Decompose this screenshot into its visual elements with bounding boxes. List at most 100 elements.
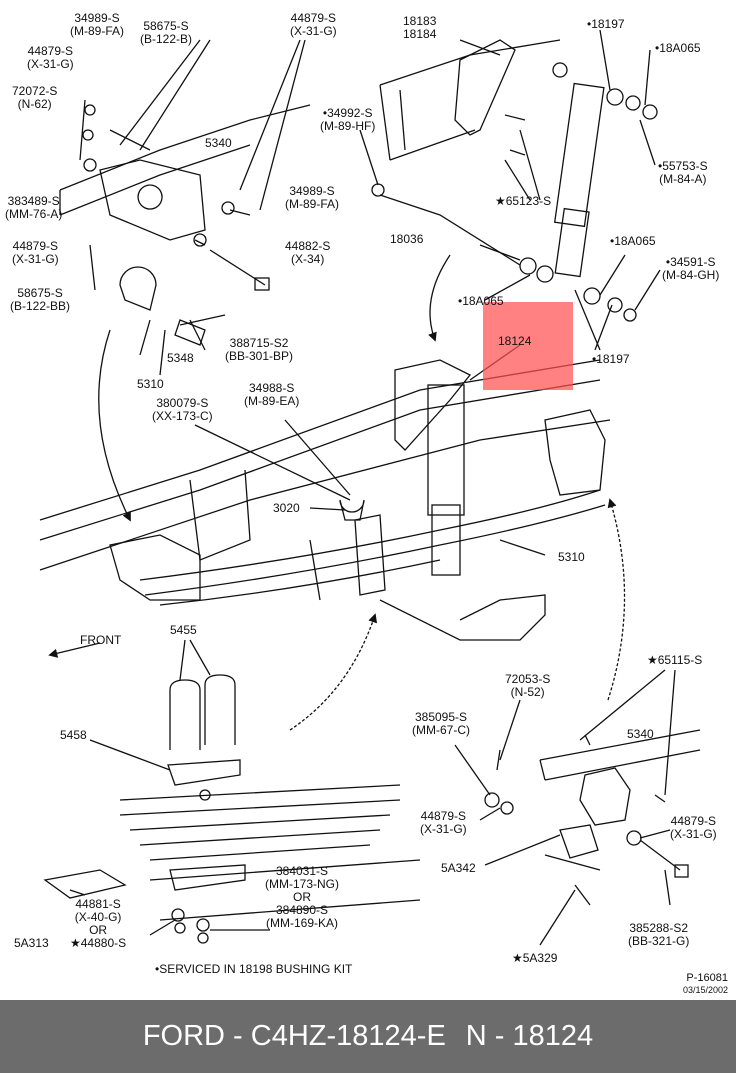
axle-tube-lower — [149, 859, 421, 921]
label-line: (BB-321-G) — [628, 934, 690, 948]
label-5340-b: 5340 — [627, 728, 654, 741]
label-line: (M-89-EA) — [244, 394, 300, 408]
label-5a329: ★5A329 — [512, 952, 557, 965]
footer-bar: FORD - C4HZ-18124-E N - 18124 — [0, 1000, 736, 1073]
arrow-up-lower — [289, 613, 378, 731]
shock-absorber-main — [427, 384, 465, 516]
spring-hanger-rear — [544, 409, 606, 496]
label-line: 34988-S — [248, 381, 295, 395]
label-line: ★65123-S — [495, 194, 552, 208]
label-line: 383489-S — [7, 194, 60, 208]
label-18a065-c: •18A065 — [458, 295, 504, 308]
label-line: OR — [293, 890, 311, 904]
bump-stop — [339, 499, 365, 521]
arrow-up-right — [607, 498, 626, 701]
label-line: 5310 — [137, 377, 164, 391]
label-line: (M-89-HF) — [320, 119, 376, 133]
bolt-head — [254, 277, 270, 291]
label-18a065-a: •18A065 — [655, 42, 701, 55]
label-72072-s: 72072-S(N-62) — [12, 85, 57, 111]
service-note: •SERVICED IN 18198 BUSHING KIT — [155, 962, 353, 976]
shackle-bushing — [119, 266, 206, 346]
label-line: (X-34) — [291, 252, 325, 266]
label-18036: 18036 — [390, 233, 423, 246]
page-date: 03/15/2002 — [682, 985, 728, 995]
label-line: (X-40-G) — [74, 910, 122, 924]
label-line: 5340 — [205, 136, 232, 150]
label-line: 44879-S — [12, 239, 59, 253]
label-line: 5A342 — [441, 861, 476, 875]
label-44879-s-e: 44879-S(X-31-G) — [670, 815, 717, 841]
label-44879-s-b: 44879-S(X-31-G) — [290, 12, 337, 38]
label-line: 58675-S — [17, 286, 63, 300]
u-bolt-left — [169, 679, 201, 750]
axle-arm — [379, 594, 546, 641]
label-line: •55753-S — [658, 159, 708, 173]
u-bolt-clamp-center — [309, 514, 386, 601]
label-line: FRONT — [80, 633, 122, 647]
label-5348: 5348 — [167, 352, 194, 365]
label-line: (X-31-G) — [420, 822, 467, 836]
shock-mount-bracket — [394, 359, 472, 451]
label-385095-s: 385095-S(MM-67-C) — [412, 711, 470, 737]
label-line: (X-31-G) — [12, 252, 59, 266]
frame-main — [39, 359, 611, 571]
label-line: (M-89-FA) — [285, 197, 339, 211]
label-line: 58675-S — [143, 19, 189, 33]
label-line: 385288-S2 — [629, 921, 689, 935]
label-58675-s-a: 58675-S(B-122-B) — [140, 20, 192, 46]
label-line: (X-31-G) — [290, 24, 337, 38]
nut-small — [84, 104, 96, 116]
label-18a065-b: •18A065 — [610, 235, 656, 248]
label-385288-s2: 385288-S2(BB-321-G) — [628, 922, 689, 948]
label-line: 34989-S — [289, 184, 335, 198]
arrow-down-shock — [428, 254, 451, 342]
leaf-spring — [139, 489, 606, 606]
highlight-18124 — [483, 302, 573, 390]
label-line: 18124 — [498, 334, 532, 348]
label-44881-s: 44881-S(X-40-G)OR★44880-S — [70, 898, 126, 950]
label-line: •34591-S — [665, 255, 716, 269]
label-65115-s: ★65115-S — [647, 654, 702, 667]
label-line: (MM-67-C) — [412, 723, 470, 737]
label-44879-s-a: 44879-S(X-31-G) — [27, 45, 74, 71]
label-line: 5348 — [167, 351, 194, 365]
label-44879-s-d: 44879-S(X-31-G) — [420, 810, 467, 836]
label-line: (N-62) — [17, 97, 52, 111]
label-line: 384031-S — [275, 864, 329, 878]
label-34989-s-a: 34989-S(M-89-FA) — [70, 12, 124, 38]
label-5340-a: 5340 — [205, 137, 232, 150]
label-3020: 3020 — [273, 502, 300, 515]
label-line: (X-31-G) — [670, 827, 717, 841]
arrow-left-curve — [98, 329, 131, 522]
label-front: FRONT — [80, 634, 121, 647]
label-line: 384890-S — [275, 903, 329, 917]
label-34989-s-b: 34989-S(M-89-FA) — [285, 185, 339, 211]
label-line: (B-122-B) — [140, 32, 193, 46]
label-line: (M-89-FA) — [70, 24, 124, 38]
front-arrow — [48, 642, 101, 658]
label-line: (M-84-A) — [659, 172, 707, 186]
label-34988-s: 34988-S(M-89-EA) — [244, 382, 299, 408]
bolt-long — [209, 249, 266, 286]
label-line: 44879-S — [290, 11, 337, 25]
label-5455: 5455 — [170, 624, 197, 637]
label-72053-s: 72053-S(N-52) — [505, 673, 550, 699]
shock-absorber-upper — [553, 82, 605, 228]
label-line: •18197 — [592, 352, 630, 366]
label-line: 72053-S — [505, 672, 551, 686]
label-18197-a: •18197 — [587, 18, 625, 31]
frame-rail-lower-right — [539, 729, 701, 781]
label-58675-s-b: 58675-S(B-122-BB) — [10, 287, 70, 313]
label-line: (B-122-BB) — [10, 299, 71, 313]
leaf-stack-lower — [119, 784, 401, 861]
label-34591-s: •34591-S(M-84-GH) — [662, 256, 719, 282]
label-line: 5340 — [627, 727, 654, 741]
label-line: 3020 — [273, 501, 300, 515]
label-line: (N-52) — [510, 685, 545, 699]
label-line: •18197 — [587, 17, 625, 31]
page-number: P-16081 03/15/2002 — [682, 972, 728, 995]
spring-plate — [167, 759, 241, 786]
